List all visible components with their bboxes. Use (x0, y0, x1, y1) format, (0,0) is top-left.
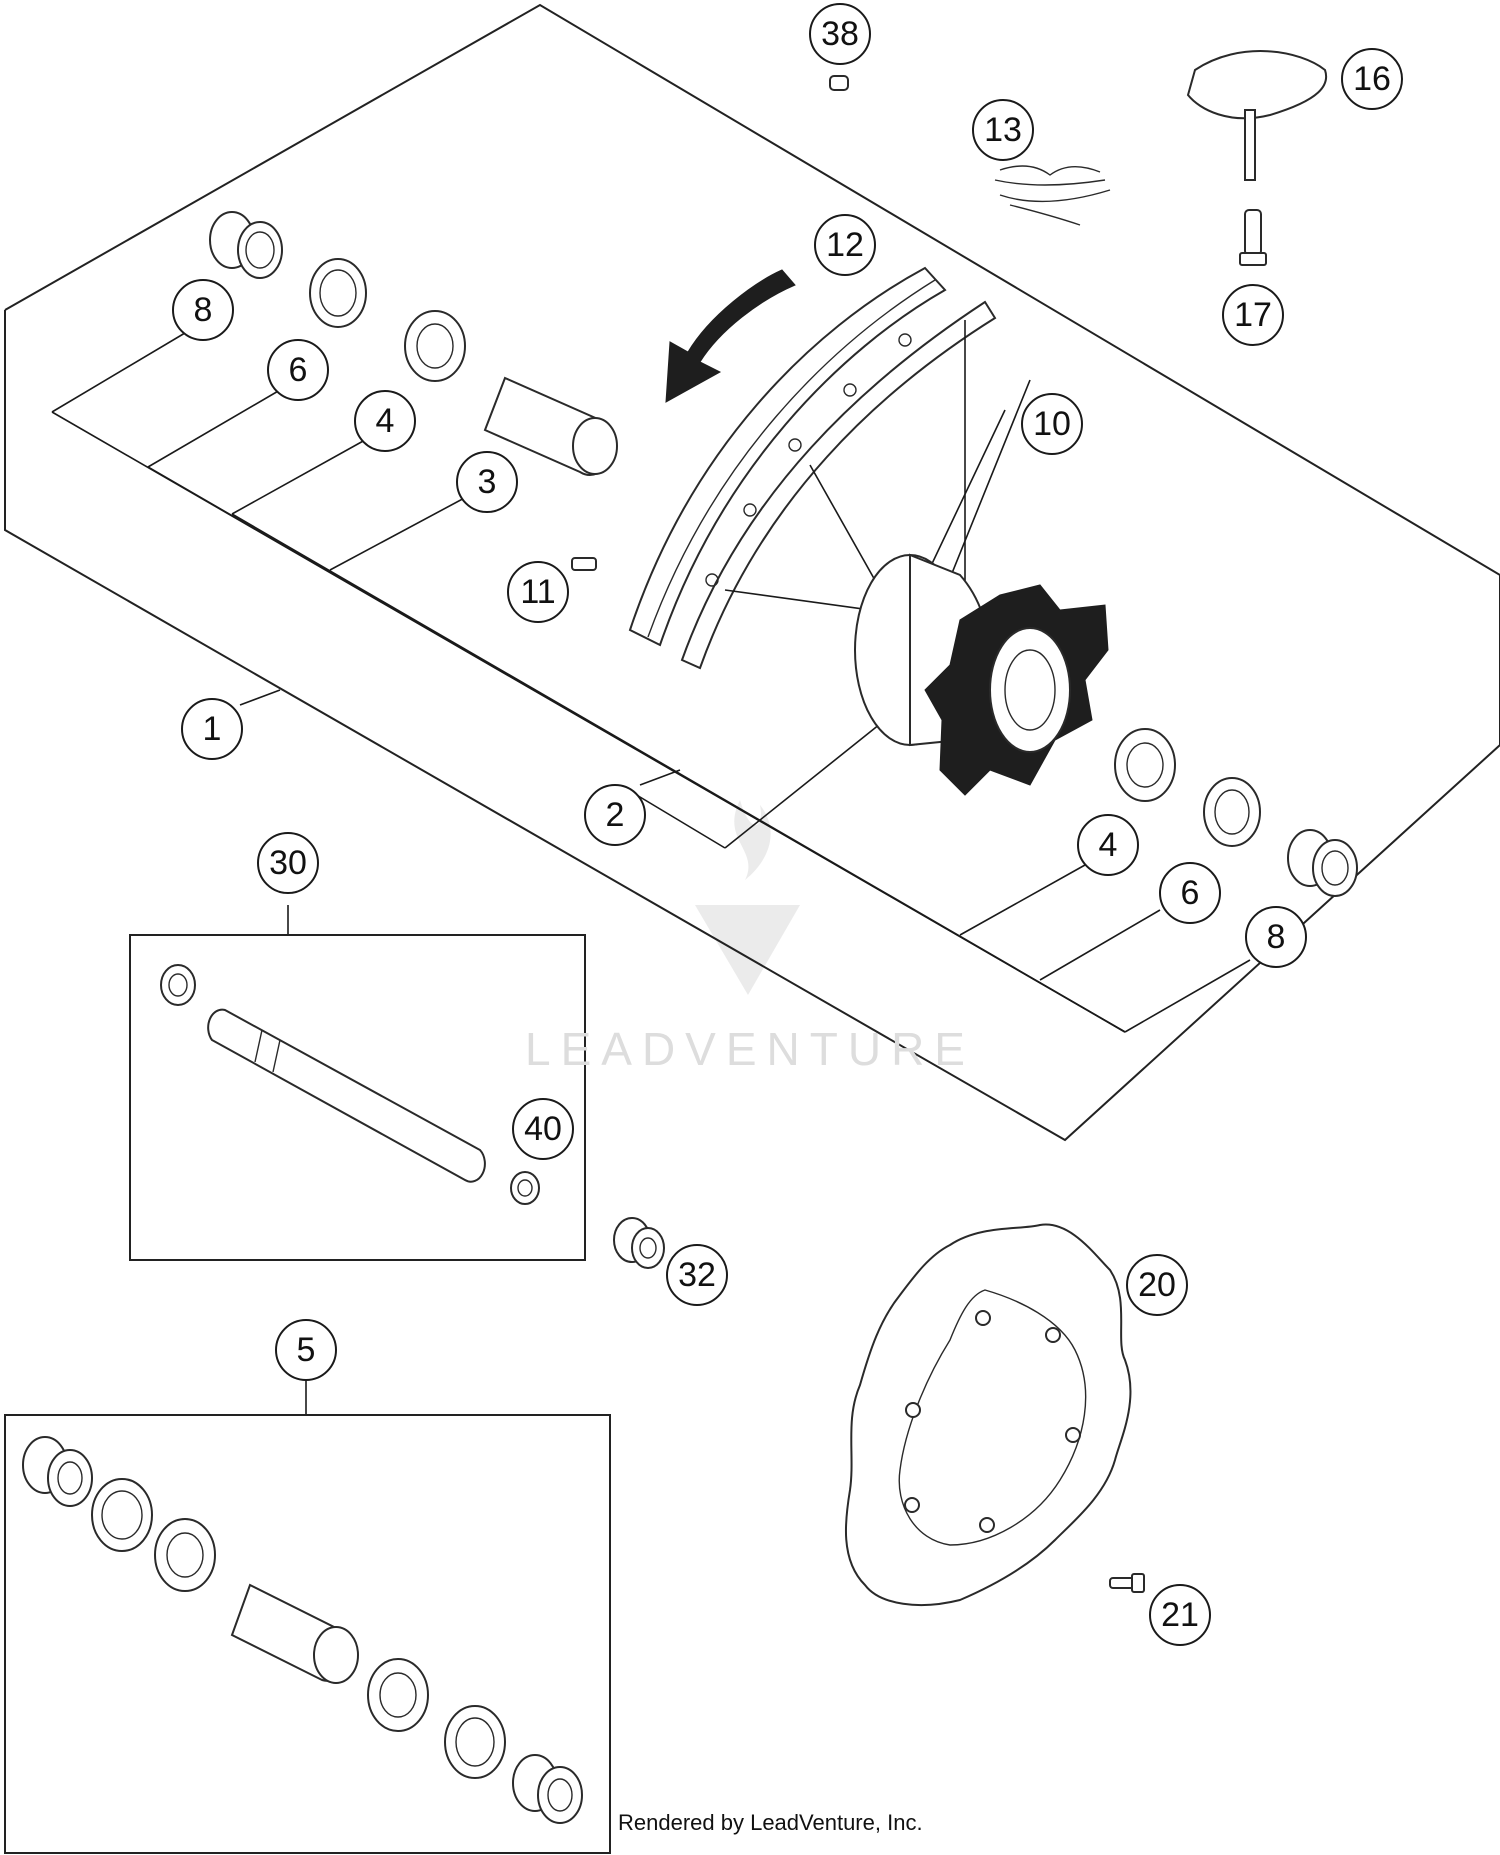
nut-40 (510, 1171, 540, 1205)
svg-text:17: 17 (1234, 296, 1272, 334)
svg-text:16: 16 (1353, 60, 1391, 98)
svg-text:4: 4 (1099, 826, 1118, 864)
axle-nut-kit-30 (160, 964, 196, 1006)
svg-text:12: 12 (826, 226, 864, 264)
bearing-4-top (404, 310, 466, 382)
footer-credit: Rendered by LeadVenture, Inc. (618, 1810, 923, 1835)
callout-11[interactable]: 11 (507, 561, 569, 623)
callout-8-right[interactable]: 8 (1245, 906, 1307, 968)
svg-text:21: 21 (1161, 1596, 1199, 1634)
bearing-kit-5-parts (22, 1436, 583, 1824)
svg-text:32: 32 (678, 1256, 716, 1294)
callout-1[interactable]: 1 (181, 698, 243, 760)
callout-30[interactable]: 30 (257, 832, 319, 894)
callout-10[interactable]: 10 (1021, 393, 1083, 455)
callout-2[interactable]: 2 (584, 784, 646, 846)
svg-text:6: 6 (289, 351, 308, 389)
callout-4-top[interactable]: 4 (354, 390, 416, 452)
callout-20[interactable]: 20 (1126, 1254, 1188, 1316)
distance-sleeve-3 (483, 376, 618, 476)
svg-text:6: 6 (1181, 874, 1200, 912)
valve-17 (1239, 209, 1267, 266)
strap-13 (994, 165, 1111, 226)
callout-6-top[interactable]: 6 (267, 339, 329, 401)
callout-6-right[interactable]: 6 (1159, 862, 1221, 924)
brake-disc-20 (844, 1223, 1132, 1606)
svg-text:4: 4 (376, 402, 395, 440)
bearing-4-right (1114, 728, 1176, 802)
svg-text:8: 8 (194, 291, 213, 329)
svg-text:3: 3 (478, 463, 497, 501)
callout-38[interactable]: 38 (809, 3, 871, 65)
svg-text:11: 11 (520, 573, 555, 611)
svg-text:13: 13 (984, 111, 1022, 149)
svg-text:30: 30 (269, 844, 307, 882)
right-axis-lines (624, 719, 1251, 1033)
spoke-nipple-11 (571, 557, 597, 571)
callout-8-top[interactable]: 8 (172, 279, 234, 341)
callout-12[interactable]: 12 (814, 214, 876, 276)
cap-38 (829, 75, 849, 91)
spacer-8-right (1287, 829, 1358, 897)
seal-6-right (1203, 777, 1261, 847)
svg-text:8: 8 (1267, 918, 1286, 956)
svg-text:40: 40 (524, 1110, 562, 1148)
callout-4-right[interactable]: 4 (1077, 814, 1139, 876)
collar-32 (613, 1217, 665, 1269)
svg-text:1: 1 (203, 710, 222, 748)
seal-6-top (309, 258, 367, 328)
callout-32[interactable]: 32 (666, 1244, 728, 1306)
svg-text:10: 10 (1033, 405, 1071, 443)
callout-17[interactable]: 17 (1222, 284, 1284, 346)
watermark-logo (695, 800, 800, 995)
spacer-8-top (209, 211, 283, 279)
screw-21 (1109, 1573, 1145, 1593)
leader-lines (239, 689, 681, 1415)
axle-kit-30-outline (129, 934, 586, 1261)
svg-text:38: 38 (821, 15, 859, 53)
rotation-arrow-icon (665, 269, 796, 403)
svg-text:20: 20 (1138, 1266, 1176, 1304)
callout-40[interactable]: 40 (512, 1098, 574, 1160)
callout-13[interactable]: 13 (972, 99, 1034, 161)
hub-2 (854, 553, 1109, 796)
main-wheel-assembly-outline (4, 3, 1500, 1142)
callout-21[interactable]: 21 (1149, 1584, 1211, 1646)
rim-12 (628, 266, 997, 670)
watermark-text: LEADVENTURE (525, 1023, 975, 1075)
bearing-kit-5-outline (4, 1414, 611, 1854)
valve-cap-16 (1186, 50, 1328, 181)
left-axis-lines (51, 329, 1126, 1033)
callout-16[interactable]: 16 (1341, 48, 1403, 110)
svg-text:5: 5 (297, 1331, 316, 1369)
callout-3[interactable]: 3 (456, 451, 518, 513)
callout-5[interactable]: 5 (275, 1319, 337, 1381)
wheel-spindle-30 (207, 1008, 486, 1183)
svg-text:2: 2 (606, 796, 625, 834)
